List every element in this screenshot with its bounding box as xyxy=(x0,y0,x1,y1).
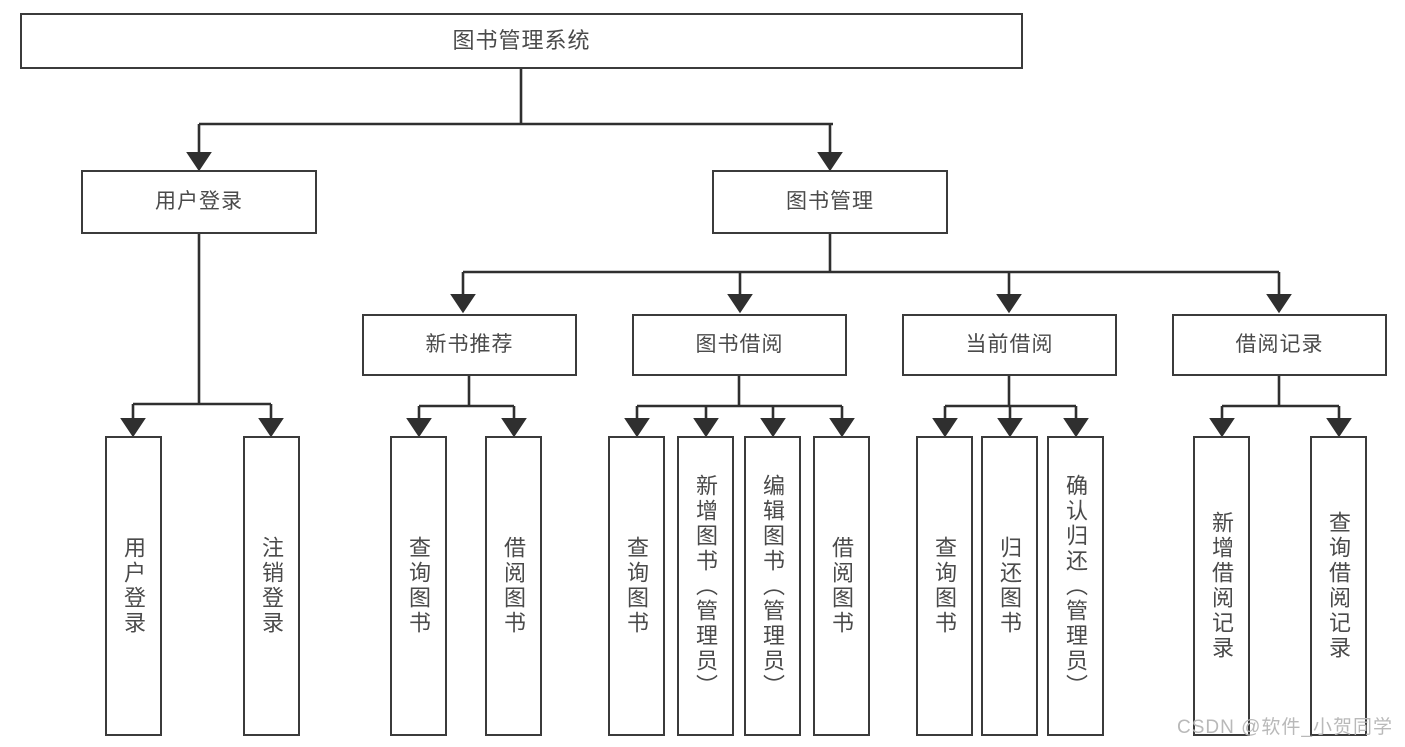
node-user-login[interactable]: 用户登录 xyxy=(81,170,317,234)
leaf-records-add-record[interactable]: 新增借阅记录 xyxy=(1193,436,1250,736)
node-label: 图书管理系统 xyxy=(452,28,591,54)
node-current-borrow[interactable]: 当前借阅 xyxy=(902,314,1117,376)
leaf-current-return-book[interactable]: 归还图书 xyxy=(981,436,1038,736)
leaf-user-login-signin[interactable]: 用户登录 xyxy=(105,436,162,736)
leaf-new-books-borrow[interactable]: 借阅图书 xyxy=(485,436,542,736)
node-label: 编辑图书（管理员） xyxy=(760,473,786,699)
node-book-management[interactable]: 图书管理 xyxy=(712,170,948,234)
leaf-borrow-query-book[interactable]: 查询图书 xyxy=(608,436,665,736)
leaf-new-books-query[interactable]: 查询图书 xyxy=(390,436,447,736)
leaf-current-query-book[interactable]: 查询图书 xyxy=(916,436,973,736)
leaf-borrow-edit-book-admin[interactable]: 编辑图书（管理员） xyxy=(744,436,801,736)
node-label: 当前借阅 xyxy=(965,332,1054,356)
node-new-book-recommend[interactable]: 新书推荐 xyxy=(362,314,577,376)
leaf-records-query-record[interactable]: 查询借阅记录 xyxy=(1310,436,1367,736)
leaf-borrow-add-book-admin[interactable]: 新增图书（管理员） xyxy=(677,436,734,736)
node-label: 新书推荐 xyxy=(425,332,514,356)
node-borrow-records[interactable]: 借阅记录 xyxy=(1172,314,1387,376)
node-label: 查询图书 xyxy=(932,536,958,636)
node-label: 图书管理 xyxy=(786,189,874,213)
node-label: 新增借阅记录 xyxy=(1209,511,1235,661)
node-book-borrow[interactable]: 图书借阅 xyxy=(632,314,847,376)
node-label: 查询图书 xyxy=(624,536,650,636)
node-label: 借阅图书 xyxy=(501,536,527,636)
node-label: 新增图书（管理员） xyxy=(693,473,719,699)
leaf-current-confirm-return-admin[interactable]: 确认归还（管理员） xyxy=(1047,436,1104,736)
node-label: 借阅图书 xyxy=(829,536,855,636)
node-label: 查询图书 xyxy=(406,536,432,636)
node-label: 归还图书 xyxy=(997,536,1023,636)
node-label: 确认归还（管理员） xyxy=(1063,473,1089,699)
node-root-system[interactable]: 图书管理系统 xyxy=(20,13,1023,69)
node-label: 用户登录 xyxy=(121,536,147,636)
node-label: 图书借阅 xyxy=(695,332,784,356)
node-label: 注销登录 xyxy=(259,536,285,636)
node-label: 查询借阅记录 xyxy=(1326,511,1352,661)
node-label: 借阅记录 xyxy=(1235,332,1324,356)
node-label: 用户登录 xyxy=(155,189,243,213)
leaf-borrow-borrow-book[interactable]: 借阅图书 xyxy=(813,436,870,736)
leaf-user-login-signout[interactable]: 注销登录 xyxy=(243,436,300,736)
